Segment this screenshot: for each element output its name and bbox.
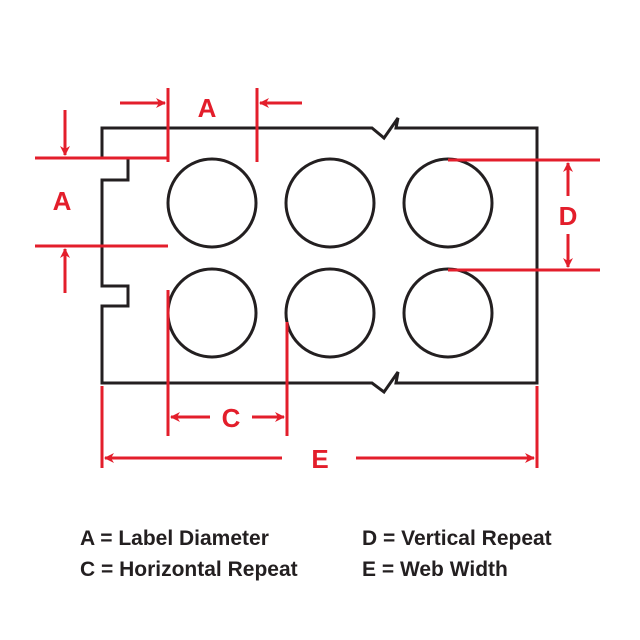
dim-e-letter: E	[311, 444, 328, 474]
label-circle	[284, 267, 376, 359]
legend-d: D = Vertical Repeat	[362, 527, 552, 550]
dim-d-letter: D	[559, 201, 578, 231]
label-circle	[402, 157, 494, 249]
label-circle	[402, 267, 494, 359]
dim-a-top-letter: A	[198, 93, 217, 123]
label-circle	[284, 157, 376, 249]
legend-a: A = Label Diameter	[80, 527, 269, 550]
label-circles	[166, 157, 494, 359]
label-circle	[166, 267, 258, 359]
label-web-outline	[100, 117, 539, 395]
dim-c-letter: C	[222, 403, 241, 433]
dim-a-left-letter: A	[53, 186, 72, 216]
legend-c: C = Horizontal Repeat	[80, 558, 298, 581]
label-circle	[166, 157, 258, 249]
legend-e: E = Web Width	[362, 558, 508, 581]
